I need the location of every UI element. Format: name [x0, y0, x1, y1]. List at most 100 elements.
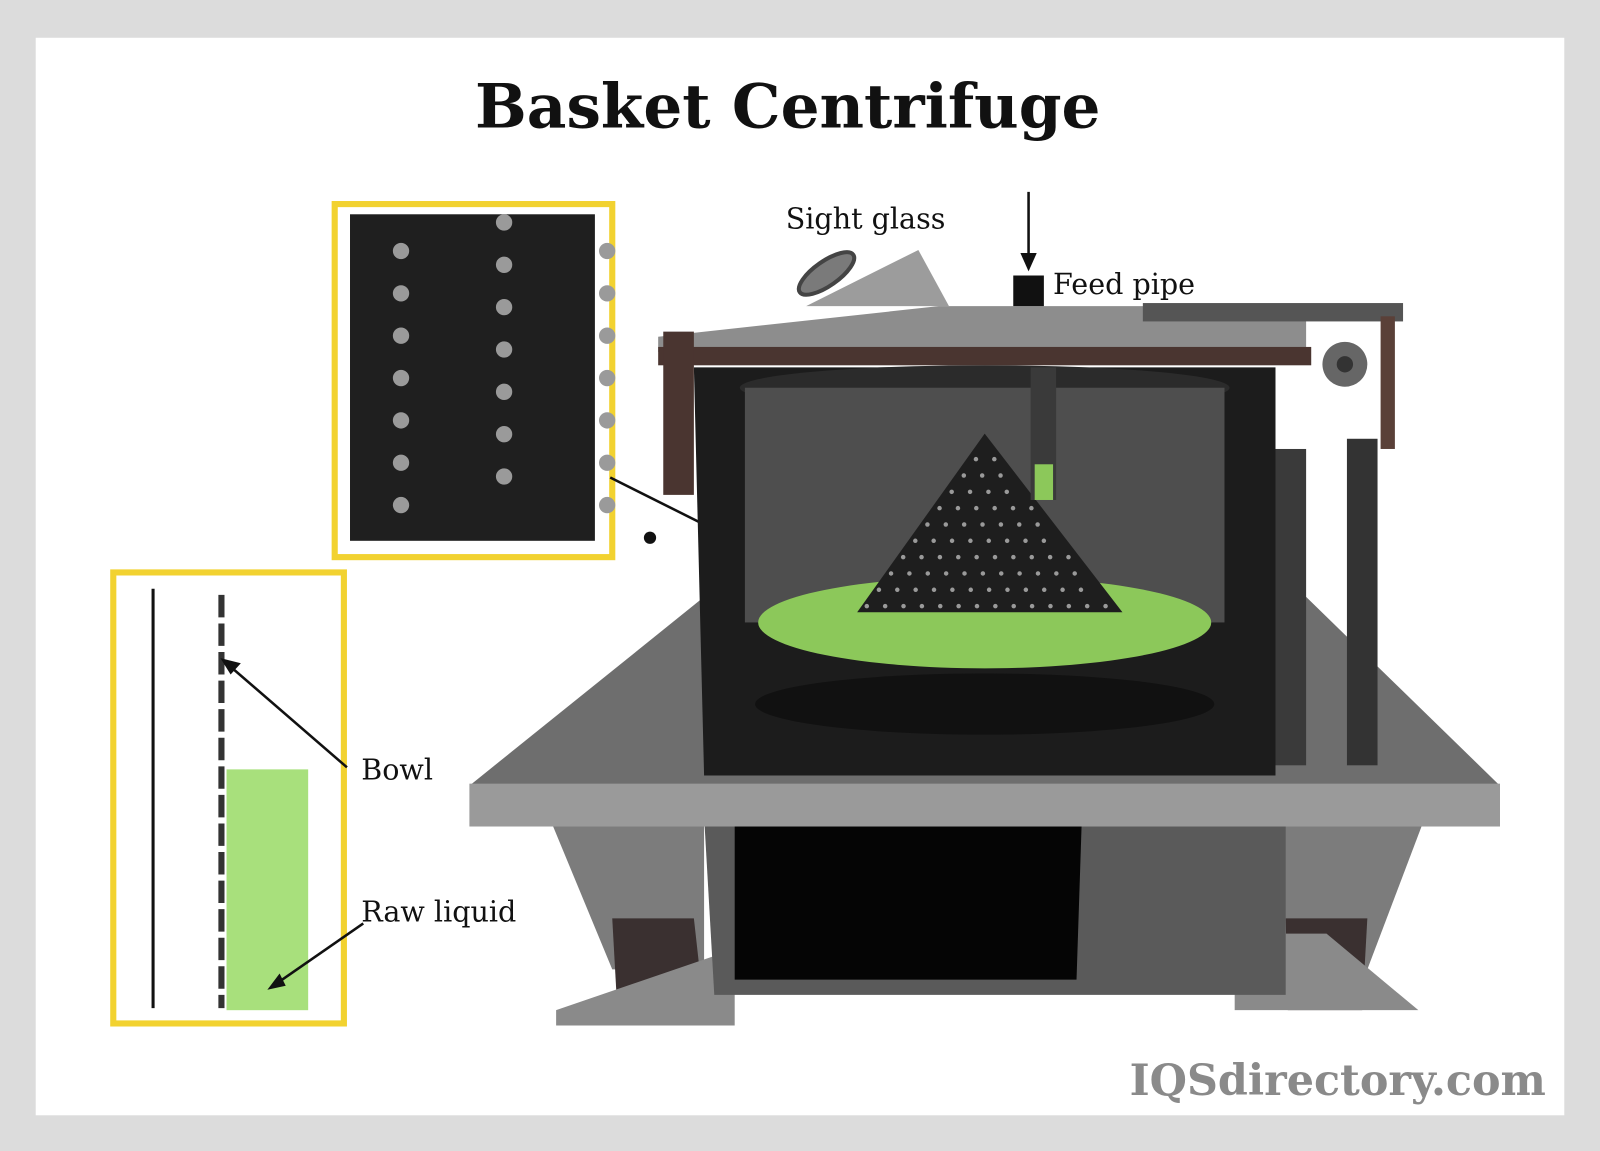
cone-perforation	[1011, 603, 1016, 609]
cone-perforation	[931, 538, 936, 544]
perforation-hole	[495, 298, 513, 316]
watermark-logo: IQSdirectory.com	[1130, 1056, 1546, 1106]
perforation-hole	[598, 285, 616, 302]
centrifuge-machine	[469, 249, 1500, 1026]
cone-perforation	[1023, 538, 1028, 544]
perforation-hole	[598, 412, 616, 429]
cone-perforation	[955, 505, 961, 511]
raw-liquid-fill	[226, 769, 309, 1011]
cone-perforation	[967, 489, 973, 495]
sight-glass	[796, 250, 857, 297]
cone-perforation	[974, 554, 979, 560]
perforation-hole	[392, 412, 410, 429]
cone-perforation	[913, 538, 918, 544]
cone-perforation	[1035, 571, 1041, 576]
dot	[643, 531, 657, 544]
perforation-hole	[495, 468, 513, 485]
cone-perforation	[943, 571, 949, 576]
cone-perforation	[1004, 538, 1010, 544]
perforation-hole	[598, 454, 616, 471]
cone-perforation	[968, 587, 973, 593]
perforation-hole	[598, 327, 616, 344]
cone-perforation	[925, 571, 931, 576]
cone-perforation	[1017, 571, 1022, 576]
cone-perforation	[1072, 571, 1077, 576]
cone-perforation	[998, 473, 1003, 478]
cone-perforation	[1078, 587, 1084, 593]
cone-perforation	[962, 571, 967, 576]
cone-perforation	[998, 522, 1004, 527]
cone-perforation	[1041, 587, 1047, 593]
cone-perforation	[950, 587, 955, 593]
cone-perforation	[986, 587, 992, 593]
perforation-hole	[495, 341, 513, 358]
cone-perforation	[992, 554, 998, 560]
cone-perforation	[913, 587, 918, 593]
cone-perforation	[943, 522, 949, 527]
cone-perforation	[1010, 505, 1016, 511]
cone-perforation	[1084, 603, 1090, 609]
perforation-hole	[598, 242, 616, 260]
cone-perforation	[919, 554, 924, 560]
cone-perforation	[938, 603, 943, 609]
cone-perforation	[937, 554, 943, 560]
cone-perforation	[980, 522, 985, 527]
feed-pipe	[1013, 275, 1044, 307]
perforation-hole	[392, 369, 410, 387]
perforation-hole	[392, 285, 410, 302]
cone-perforation	[949, 489, 954, 495]
cone-perforation	[956, 603, 961, 609]
cone-perforation	[1004, 489, 1010, 495]
cone-perforation	[986, 538, 992, 544]
perforation-hole	[392, 327, 410, 344]
cone-perforation	[888, 571, 894, 576]
cone-perforation	[1005, 587, 1010, 593]
cone-perforation	[1066, 554, 1071, 560]
cone-perforation	[993, 603, 998, 609]
perforation-hole	[495, 256, 513, 273]
cone-perforation	[876, 587, 882, 593]
raw-liquid-arrow	[272, 922, 364, 987]
cone-perforation	[1029, 603, 1035, 609]
cone-perforation	[895, 587, 900, 593]
cone-perforation	[1029, 505, 1034, 511]
cone-perforation	[980, 571, 986, 576]
cone-perforation	[900, 554, 906, 560]
perforated-cone	[857, 433, 1123, 613]
label-sight-glass: Sight glass	[786, 202, 946, 236]
perforation-hole	[495, 426, 513, 443]
cone-perforation	[882, 603, 888, 609]
cone-perforation	[937, 505, 942, 511]
cone-perforation	[1035, 522, 1040, 527]
cone-perforation	[961, 522, 967, 527]
perforation-hole	[392, 242, 410, 260]
arrowhead	[1020, 253, 1037, 272]
cone-perforation	[919, 603, 925, 609]
perforation-hole	[392, 454, 410, 471]
cone-perforation	[907, 571, 912, 576]
label-bowl: Bowl	[361, 753, 433, 787]
cone-perforation	[925, 522, 930, 527]
cone-perforation	[961, 473, 967, 478]
perforation-hole	[495, 214, 513, 231]
cone-perforation	[974, 505, 979, 511]
cone-perforation	[1041, 538, 1047, 544]
bowl-arrow	[225, 662, 348, 769]
cone-perforation	[956, 554, 961, 560]
cone-perforation	[1066, 603, 1072, 609]
label-feed-pipe: Feed pipe	[1053, 267, 1195, 301]
perforation-hole	[495, 383, 513, 400]
bowl-inset	[110, 569, 347, 1027]
cone-perforation	[901, 603, 906, 609]
cone-perforation	[992, 505, 997, 511]
perforation-inset	[331, 201, 616, 561]
cone-perforation	[999, 571, 1004, 576]
cone-perforation	[974, 603, 980, 609]
cone-perforation	[864, 603, 870, 609]
arrowhead	[220, 658, 241, 675]
arrowhead	[267, 973, 286, 990]
cone-perforation	[1060, 587, 1065, 593]
cone-perforation	[1029, 554, 1034, 560]
cone-perforation	[986, 489, 991, 495]
